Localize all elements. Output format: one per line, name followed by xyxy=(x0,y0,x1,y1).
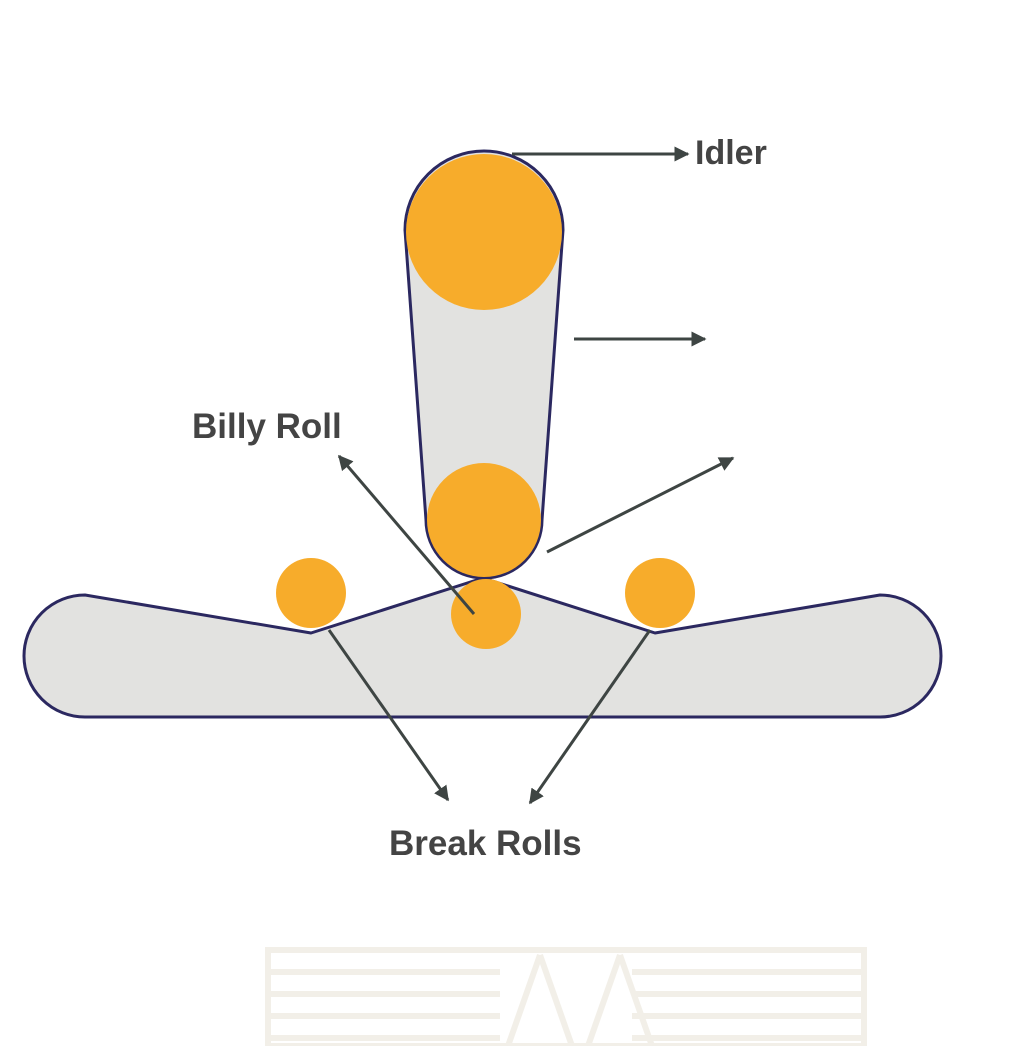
billy-roll xyxy=(451,579,521,649)
break-roll-left xyxy=(276,558,346,628)
drive-roll xyxy=(427,463,541,577)
break-roll-left-arrow xyxy=(327,629,450,802)
billy-roll-label: Billy Roll xyxy=(192,407,342,446)
billy-roll-arrow xyxy=(337,454,476,615)
break-rolls-label: Break Rolls xyxy=(389,824,582,863)
break-roll-right xyxy=(625,558,695,628)
logo-watermark xyxy=(265,947,867,1046)
break-roll-right-arrow xyxy=(528,629,652,805)
belt-exit-arrow xyxy=(546,456,735,554)
idler-label: Idler xyxy=(695,134,767,172)
idler-roll xyxy=(406,154,562,310)
